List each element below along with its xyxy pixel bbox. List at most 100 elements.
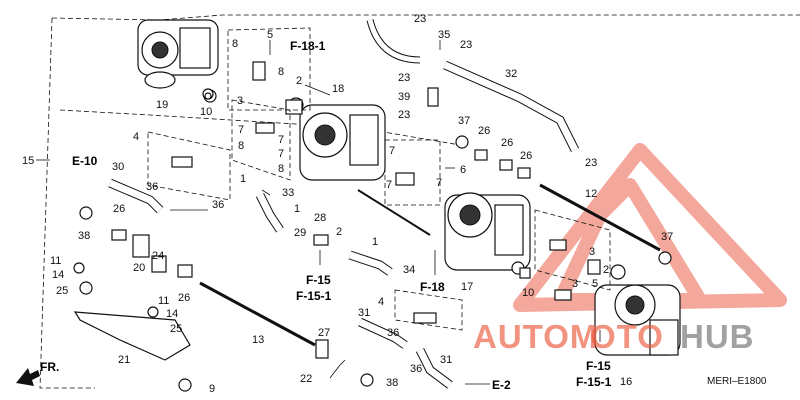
ref-f-18: F-18 xyxy=(420,280,445,294)
part-label-30: 30 xyxy=(112,161,124,173)
part-label-23b: 23 xyxy=(460,39,472,51)
part-28 xyxy=(313,234,329,246)
carburetor-assembly-17 xyxy=(444,192,531,275)
ref-f-15-1-a: F-15-1 xyxy=(296,289,332,303)
box-4b xyxy=(394,289,463,331)
carburetor-assembly-16 xyxy=(594,264,681,356)
part-26c xyxy=(517,167,531,179)
part-38b xyxy=(360,373,374,387)
part-label-23c: 23 xyxy=(398,72,410,84)
part-2a xyxy=(285,99,303,115)
part-label-29: 29 xyxy=(294,227,306,239)
part-4b xyxy=(413,312,437,324)
ref-f-18-1: F-18-1 xyxy=(290,39,326,53)
part-label-8b: 8 xyxy=(278,66,284,78)
rod-13 xyxy=(199,281,316,347)
part-label-26e: 26 xyxy=(520,150,532,162)
part-26a xyxy=(474,149,488,161)
part-label-5a: 5 xyxy=(267,29,273,41)
part-label-16: 16 xyxy=(620,376,632,388)
part-21 xyxy=(73,311,191,361)
part-3a xyxy=(255,122,275,134)
part-label-37b: 37 xyxy=(661,231,673,243)
part-label-7e: 7 xyxy=(386,179,392,191)
part-label-32: 32 xyxy=(505,68,517,80)
part-label-15: 15 xyxy=(22,155,34,167)
part-label-31a: 31 xyxy=(358,307,370,319)
part-label-26d: 26 xyxy=(501,137,513,149)
part-label-38a: 38 xyxy=(78,230,90,242)
part-label-23e: 23 xyxy=(585,157,597,169)
part-label-11a: 11 xyxy=(50,255,61,267)
part-labels: 15 19 10 8 5 8 2 3 7 8 7 7 8 18 4 30 36 … xyxy=(22,13,673,395)
part-label-7c: 7 xyxy=(278,148,284,160)
part-label-22: 22 xyxy=(300,373,312,385)
part-label-39: 39 xyxy=(398,91,410,103)
part-label-9: 9 xyxy=(209,383,215,395)
part-label-25a: 25 xyxy=(56,285,68,297)
part-label-21: 21 xyxy=(118,354,130,366)
front-label: FR. xyxy=(40,360,59,374)
part-label-24: 24 xyxy=(152,250,164,262)
part-label-26c: 26 xyxy=(478,125,490,137)
carburetor-assembly-19 xyxy=(137,19,219,103)
watermark-text-hub: HUB xyxy=(680,318,755,355)
part-label-28: 28 xyxy=(314,212,326,224)
carburetor-assembly-18 xyxy=(288,97,386,181)
part-label-26a: 26 xyxy=(113,203,125,215)
part-label-3c: 3 xyxy=(572,278,578,290)
ref-f-15-1-b: F-15-1 xyxy=(576,375,612,389)
frame-left xyxy=(39,17,95,389)
part-label-36c: 36 xyxy=(387,327,399,339)
figure-code: MERI–E1800 xyxy=(707,376,767,387)
ref-f-15-a: F-15 xyxy=(306,273,331,287)
part-label-7f: 7 xyxy=(436,177,442,189)
part-label-2a: 2 xyxy=(296,75,302,87)
part-label-5b: 5 xyxy=(592,278,598,290)
part-label-4b: 4 xyxy=(378,296,384,308)
watermark-text-auto: AUTOM xyxy=(473,318,598,355)
part-label-3b: 3 xyxy=(589,246,595,258)
part-label-7b: 7 xyxy=(278,134,284,146)
part-3c xyxy=(554,289,572,301)
tube-link xyxy=(357,189,431,236)
part-label-1a: 1 xyxy=(240,173,246,185)
part-label-11b: 11 xyxy=(158,295,169,307)
part-20 xyxy=(132,234,150,258)
box-4 xyxy=(147,131,231,201)
part-label-10b: 10 xyxy=(522,287,534,299)
part-label-14a: 14 xyxy=(52,269,64,281)
part-37b xyxy=(658,251,672,265)
ref-e-10: E-10 xyxy=(72,154,98,168)
part-label-3a: 3 xyxy=(237,95,243,107)
part-label-7d: 7 xyxy=(389,145,395,157)
part-label-23d: 23 xyxy=(398,109,410,121)
part-14a xyxy=(73,262,85,274)
reference-labels: F-18-1 E-10 F-15 F-15-1 F-18 E-2 F-15 F-… xyxy=(40,39,767,392)
part-label-10: 10 xyxy=(200,106,212,118)
part-label-38b: 38 xyxy=(386,377,398,389)
part-label-1c: 1 xyxy=(372,236,378,248)
part-25a xyxy=(79,281,93,295)
ref-f-15-b: F-15 xyxy=(586,359,611,373)
part-10 xyxy=(519,267,531,279)
front-arrow-icon xyxy=(16,368,40,386)
part-26e xyxy=(177,264,193,278)
part-label-17: 17 xyxy=(461,281,473,293)
watermark-text-moto: OTO xyxy=(590,318,664,355)
box-5-8 xyxy=(227,27,311,111)
part-label-36a: 36 xyxy=(146,181,158,193)
box-6 xyxy=(384,139,441,206)
part-label-8d: 8 xyxy=(278,163,284,175)
part-label-37a: 37 xyxy=(458,115,470,127)
part-label-13: 13 xyxy=(252,334,264,346)
part-6a xyxy=(395,172,415,186)
part-label-34: 34 xyxy=(403,264,415,276)
part-26b xyxy=(499,159,513,171)
part-label-2c: 2 xyxy=(603,264,609,276)
part-39 xyxy=(427,87,439,107)
part-label-2b: 2 xyxy=(336,226,342,238)
part-label-18: 18 xyxy=(332,83,344,95)
